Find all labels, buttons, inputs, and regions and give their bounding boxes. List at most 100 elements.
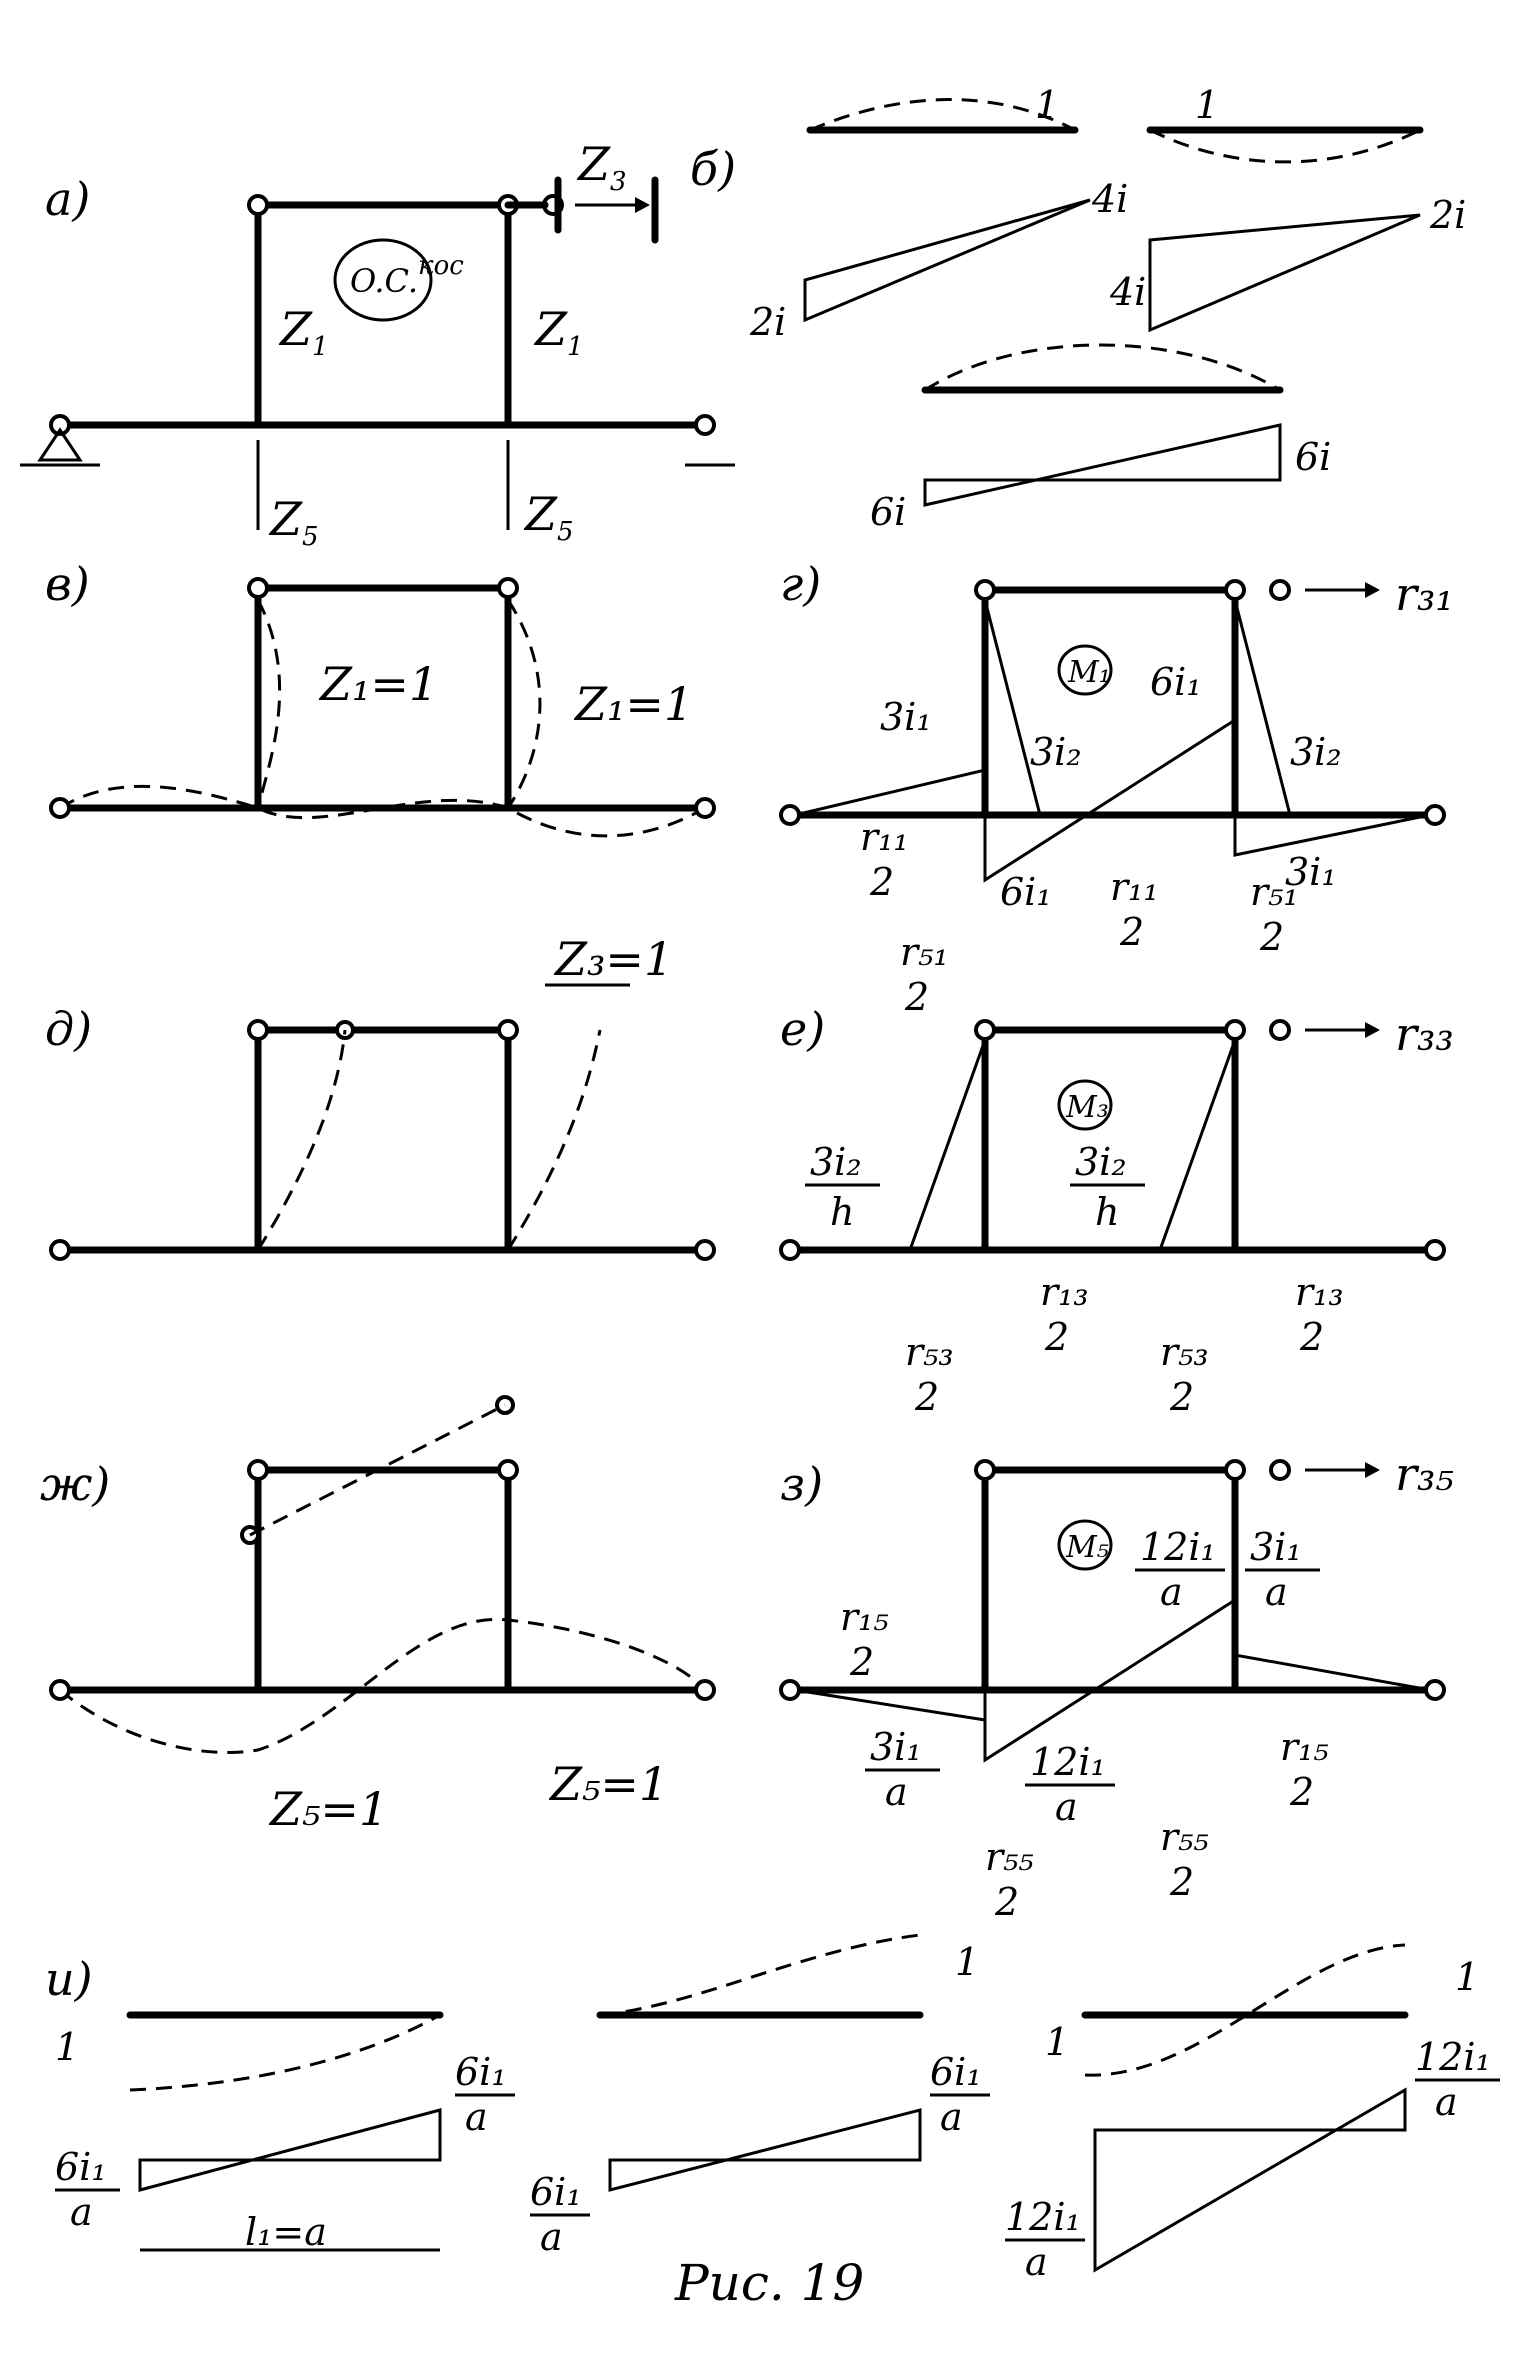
moment-diagram <box>983 1597 1237 1763</box>
reaction-label: r₁₅ <box>840 1595 889 1639</box>
hinge <box>497 577 519 599</box>
pin-support <box>37 427 83 462</box>
hinge <box>1224 1019 1246 1041</box>
r33-label: r₃₃ <box>1395 1007 1454 1061</box>
hinge <box>694 797 716 819</box>
reaction-label: 2 <box>1169 1860 1194 1904</box>
value-label: h <box>1095 1190 1119 1234</box>
unit-label: 1 <box>1045 2020 1069 2064</box>
value-label: 3i₂ <box>1030 730 1082 774</box>
hinge <box>49 414 71 436</box>
value-label: 3i₁ <box>1250 1525 1302 1569</box>
unit-label: 1 <box>1035 83 1059 127</box>
z5-label-left: Z5 <box>268 492 319 552</box>
z5-label-right: Z5 <box>523 487 574 547</box>
z3-label: Z3 <box>576 137 627 197</box>
moment-diagram <box>1093 2087 1407 2273</box>
unit-label: 1 <box>55 2025 79 2069</box>
z3-unit-label: Z₃=1 <box>553 932 673 986</box>
value-label: 6i₁ <box>455 2050 507 2094</box>
hinge <box>1424 1239 1446 1261</box>
moment-diagram <box>1233 1653 1431 1692</box>
panel-label-z: з) <box>780 1457 823 1511</box>
deflected-shape <box>249 1403 506 1537</box>
value-label: 6i₁ <box>1000 870 1052 914</box>
hinge <box>1269 579 1291 601</box>
value-label: 6i₁ <box>930 2050 982 2094</box>
value-label: 12i₁ <box>1030 1740 1106 1784</box>
value-label: 3i₁ <box>870 1725 922 1769</box>
os-label: O.C.кос <box>350 251 464 300</box>
panel-b: б) 1 1 4i 2i 4i 2i 6i 6i <box>690 83 1466 534</box>
hinge <box>1224 579 1246 601</box>
value-label: 3i₂ <box>1075 1140 1127 1184</box>
reaction-label: r₅₁ <box>900 930 949 974</box>
reaction-label: 2 <box>1289 1770 1314 1814</box>
deflected-shape <box>129 2013 441 2092</box>
reaction-label: 2 <box>1044 1315 1069 1359</box>
arrow-head <box>1365 1462 1380 1478</box>
z1-label-left: Z1 <box>278 302 329 362</box>
m3-label: M₃ <box>1065 1090 1109 1125</box>
value-label: 6i <box>870 490 906 534</box>
hinge <box>49 797 71 819</box>
hinge <box>49 1679 71 1701</box>
value-label: 3i₂ <box>810 1140 862 1184</box>
unit-label: 1 <box>1195 83 1219 127</box>
hinge <box>974 1459 996 1481</box>
panel-g: г) r₃₁ M₁ 3i₁ 3i₂ 6i₁ 3i₂ 6i₁ 3i₁ r₁₁ 2 … <box>779 557 1454 1019</box>
panel-label-v: в) <box>45 557 90 611</box>
deflected-shape <box>256 1029 347 1251</box>
hinge <box>974 1019 996 1041</box>
value-label: 12i₁ <box>1415 2035 1491 2079</box>
hinge <box>694 1239 716 1261</box>
reaction-label: r₅₃ <box>1160 1330 1209 1374</box>
panel-i: и) 1 6i₁ a 6i₁ a l₁=a 1 6i₁ a 6i₁ a 1 1 … <box>45 1933 1500 2284</box>
deflected-shape <box>506 599 542 809</box>
deflected-shape <box>924 343 1281 392</box>
value-label: a <box>940 2095 963 2139</box>
r35-label: r₃₅ <box>1395 1447 1454 1501</box>
moment-diagram <box>983 599 1042 817</box>
hinge <box>49 1239 71 1261</box>
reaction-label: 2 <box>904 975 929 1019</box>
value-label: 6i₁ <box>55 2145 107 2189</box>
unit-label: 1 <box>955 1940 979 1984</box>
value-label: a <box>1435 2080 1458 2124</box>
moment-diagram <box>1148 213 1421 333</box>
hinge <box>247 194 269 216</box>
panel-label-g: г) <box>780 557 821 611</box>
moment-diagram <box>983 717 1237 883</box>
panel-e: е) r₃₃ M₃ 3i₂ h 3i₂ h r₁₃ 2 r₁₃ 2 r₅₃ 2 … <box>779 1002 1454 1419</box>
moment-diagram <box>1157 1039 1237 1252</box>
r31-label: r₃₁ <box>1395 567 1454 621</box>
deflected-shape <box>59 1617 707 1754</box>
reaction-label: r₁₃ <box>1295 1270 1344 1314</box>
panel-label-d: д) <box>45 1002 92 1056</box>
value-label: 6i₁ <box>1150 660 1202 704</box>
moment-diagram <box>907 1039 987 1252</box>
reaction-label: 2 <box>1169 1375 1194 1419</box>
reaction-label: r₅₅ <box>985 1835 1034 1879</box>
reaction-label: r₅₃ <box>905 1330 954 1374</box>
value-label: 12i₁ <box>1140 1525 1216 1569</box>
reaction-label: r₁₃ <box>1040 1270 1089 1314</box>
reaction-label: 2 <box>849 1640 874 1684</box>
moment-diagram <box>1233 599 1292 817</box>
os-circle <box>333 238 433 322</box>
unit-label: 1 <box>1455 1955 1479 1999</box>
moment-diagram <box>794 1688 987 1722</box>
hinge <box>247 1459 269 1481</box>
deflected-shape <box>506 1029 602 1251</box>
value-label: a <box>1160 1570 1183 1614</box>
reaction-label: 2 <box>994 1880 1019 1924</box>
moment-diagram <box>138 2108 442 2192</box>
value-label: 2i <box>749 300 786 344</box>
value-label: 2i <box>1429 193 1466 237</box>
value-label: a <box>465 2095 488 2139</box>
panel-label-b: б) <box>690 142 736 196</box>
panel-label-zh: ж) <box>40 1457 110 1511</box>
deflected-shape <box>1084 1943 1406 2077</box>
